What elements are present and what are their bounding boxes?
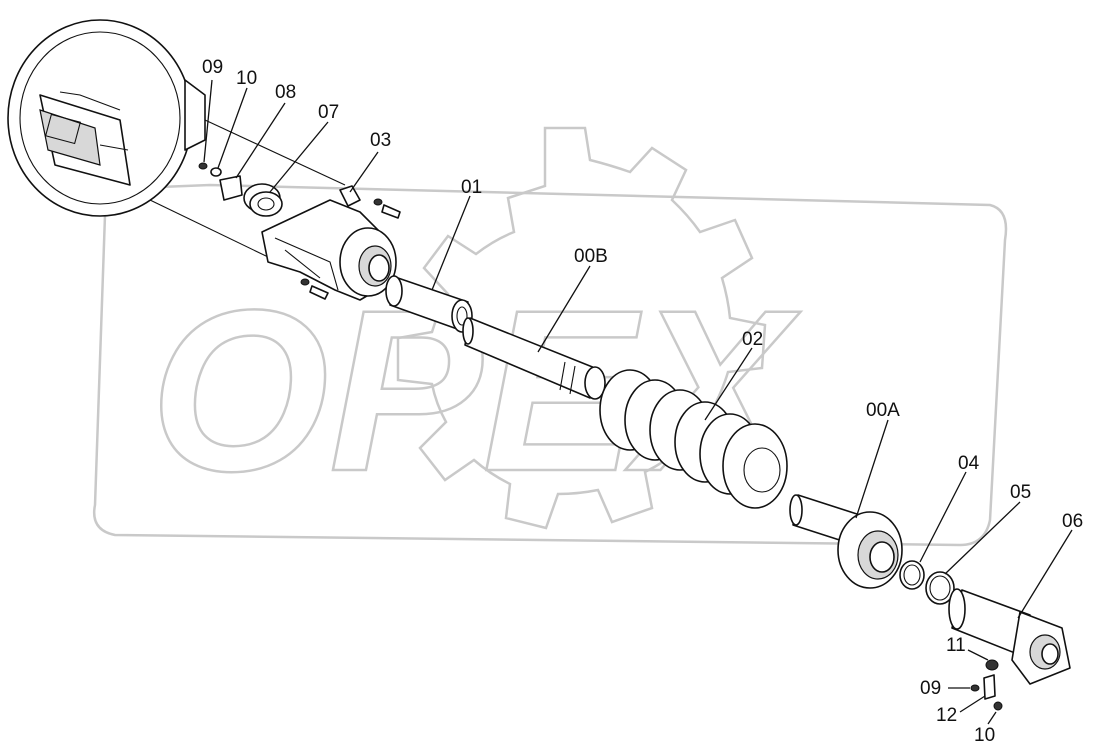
rod-00B [462,317,606,400]
cylinder-06 [948,588,1071,685]
callout-07: 07 [318,102,339,123]
callout-03: 03 [370,130,391,151]
washer-10-top [210,167,222,177]
callout-05: 05 [1010,482,1031,503]
callout-04: 04 [958,453,980,474]
bracket-03 [261,185,401,301]
callout-09-top: 09 [202,57,223,78]
callout-11: 11 [946,635,966,656]
callout-01: 01 [461,177,482,198]
callout-06: 06 [1062,511,1083,532]
callout-02: 02 [742,329,763,350]
callout-09-bottom: 09 [920,678,941,699]
fitting-11 [985,659,999,671]
leader-lines [203,79,1073,725]
bolt-09-bottom [970,684,980,692]
washer-10-bottom [993,701,1003,711]
bolt-09-top [198,162,208,170]
callout-00B: 00B [574,246,608,267]
ring-04 [899,560,925,590]
callout-10-bottom: 10 [974,725,995,746]
plate-12 [983,674,996,700]
idler-wheel [7,19,206,217]
guide-line-upper [204,119,346,186]
callout-12: 12 [936,705,957,726]
callout-08: 08 [275,82,296,103]
ring-05 [925,571,955,605]
callout-00A: 00A [866,400,900,421]
callout-10-top: 10 [236,68,257,89]
callout-labels: 09 10 08 07 03 01 00B 02 00A 04 05 06 11… [202,57,1083,746]
spring-02 [599,369,788,509]
plate-08 [219,175,243,201]
bushing-07 [243,183,283,217]
rod-assembly-00A [789,494,903,589]
